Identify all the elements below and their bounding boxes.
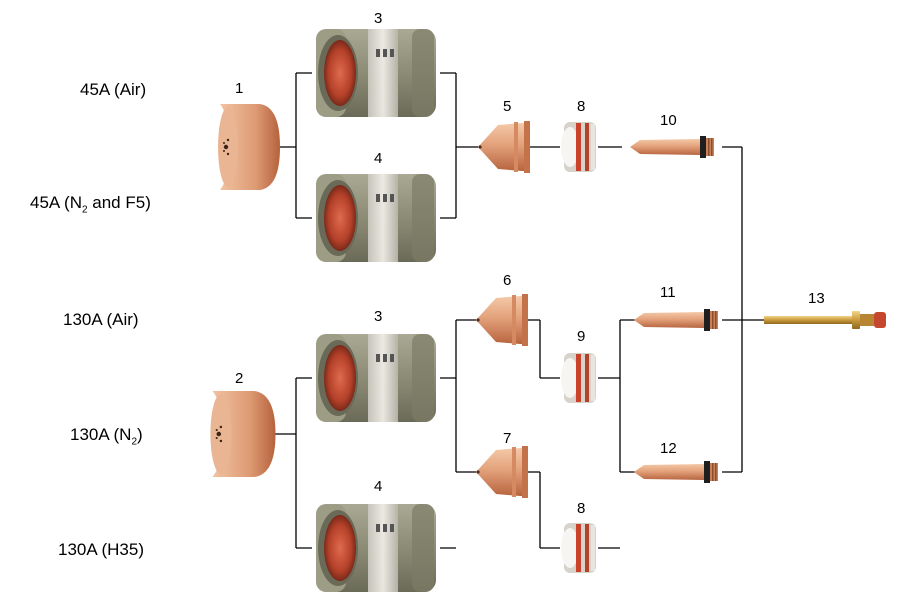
- part-number-8-bottom: 8: [577, 500, 586, 517]
- label-130a-h35: 130A (H35): [58, 540, 144, 559]
- connector-7-to-8: [528, 471, 560, 549]
- part-number-13: 13: [808, 290, 825, 307]
- label-45a-n2-f5: 45A (N2 and F5): [30, 193, 151, 216]
- part-3-retaining-cap-bottom: [316, 334, 436, 422]
- part-number-1: 1: [235, 80, 244, 97]
- part-number-8-top: 8: [577, 98, 586, 115]
- part-number-12: 12: [660, 440, 677, 457]
- part-number-3-bottom: 3: [374, 308, 383, 325]
- part-13-water-tube: [764, 311, 886, 329]
- part-1-shield: [218, 104, 280, 190]
- part-4-retaining-cap-top: [316, 174, 436, 262]
- connector-6-to-9: [528, 319, 560, 379]
- part-number-2: 2: [235, 370, 244, 387]
- label-45a-air: 45A (Air): [80, 80, 147, 99]
- label-130a-air: 130A (Air): [63, 310, 139, 329]
- part-3-retaining-cap-top: [316, 29, 436, 117]
- connector-3-4-to-5: [440, 72, 478, 219]
- part-number-4-bottom: 4: [374, 478, 383, 495]
- part-number-3-top: 3: [374, 10, 383, 27]
- connector-lines: [272, 72, 764, 549]
- connector-1-to-3-4: [278, 72, 312, 219]
- connector-2-to-3-4: [272, 377, 312, 549]
- part-4-retaining-cap-bottom: [316, 504, 436, 592]
- part-9-swirl-ring: [561, 353, 596, 403]
- part-number-4-top: 4: [374, 150, 383, 167]
- part-number-9: 9: [577, 328, 586, 345]
- part-2-shield: [210, 391, 276, 477]
- label-130a-n2: 130A (N2): [70, 425, 143, 448]
- connector-3-4-to-6-7: [440, 319, 476, 549]
- part-number-10: 10: [660, 112, 677, 129]
- part-8-swirl-ring-top: [561, 122, 596, 172]
- part-number-11: 11: [660, 284, 676, 301]
- part-number-6: 6: [503, 272, 512, 289]
- connector-electrodes-to-13: [722, 146, 764, 473]
- part-8-swirl-ring-bottom: [561, 523, 596, 573]
- connector-9-to-11-12: [598, 319, 636, 473]
- part-number-7: 7: [503, 430, 512, 447]
- part-number-5: 5: [503, 98, 512, 115]
